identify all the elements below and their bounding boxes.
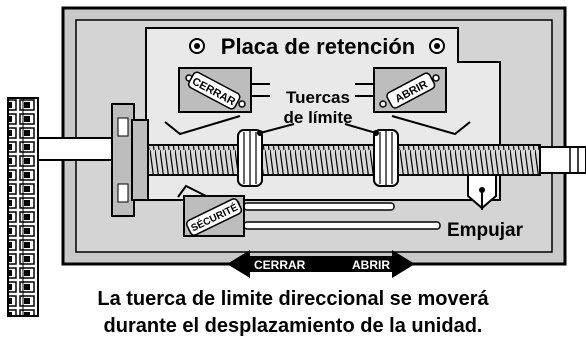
direction-close-label: CERRAR bbox=[254, 258, 306, 272]
limit-nuts-leaders bbox=[257, 123, 379, 136]
plate-title: Placa de retención bbox=[221, 34, 415, 59]
open-limit-switch: ABRIR bbox=[355, 67, 471, 136]
limit-nut-right bbox=[373, 129, 399, 187]
drive-chain bbox=[7, 97, 39, 317]
screw-right-icon bbox=[429, 38, 445, 54]
push-bracket bbox=[467, 174, 497, 210]
safety-switch: SÉCURITÉ bbox=[177, 184, 441, 237]
push-label: Empujar bbox=[447, 220, 524, 241]
caption-line-1: La tuerca de limite direccional se mover… bbox=[97, 288, 489, 310]
screw-left-icon bbox=[189, 38, 205, 54]
limit-nuts-label-line1: Tuercas bbox=[286, 88, 350, 107]
direction-arrow: CERRAR ABRIR bbox=[227, 250, 415, 278]
threaded-shaft bbox=[147, 144, 586, 176]
caption: La tuerca de limite direccional se mover… bbox=[0, 286, 586, 340]
sprocket-hub bbox=[37, 103, 149, 217]
limit-nuts-label-line2: de límite bbox=[284, 108, 353, 127]
limit-nut-left bbox=[237, 129, 263, 187]
caption-line-2: durante el desplazamiento de la unidad. bbox=[103, 315, 483, 337]
direction-open-label: ABRIR bbox=[352, 258, 390, 272]
close-limit-switch: CERRAR bbox=[164, 67, 270, 136]
